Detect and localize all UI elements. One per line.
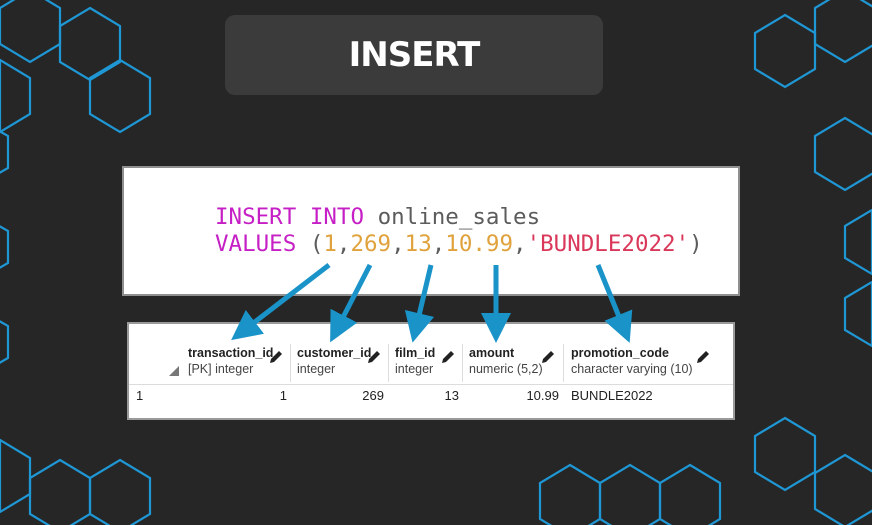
column-header-transaction-id[interactable]: transaction_id [PK] integer: [188, 346, 273, 376]
column-type: character varying (10): [571, 362, 693, 376]
pencil-icon[interactable]: [539, 348, 557, 366]
pencil-icon[interactable]: [267, 348, 285, 366]
column-name: transaction_id: [188, 346, 274, 360]
sql-value-film-id: 13: [404, 231, 432, 257]
column-type: numeric (5,2): [469, 362, 543, 376]
sql-comma: ,: [391, 231, 405, 257]
column-name: customer_id: [297, 346, 372, 360]
column-name: amount: [469, 346, 515, 360]
sql-keyword-values: VALUES: [215, 231, 297, 257]
cell-transaction-id[interactable]: 1: [279, 388, 287, 403]
sql-comma: ,: [513, 231, 527, 257]
row-number: 1: [136, 388, 144, 403]
pencil-icon[interactable]: [439, 348, 457, 366]
column-header-amount[interactable]: amount numeric (5,2): [469, 346, 543, 376]
sql-table-name: online_sales: [377, 204, 541, 230]
cell-promotion-code[interactable]: BUNDLE2022: [571, 388, 653, 403]
sql-value-customer-id: 269: [350, 231, 392, 257]
column-name: promotion_code: [571, 346, 669, 360]
sort-corner-icon: [169, 366, 179, 376]
column-header-film-id[interactable]: film_id integer: [395, 346, 435, 376]
column-divider[interactable]: [290, 344, 291, 382]
sql-comma: ,: [336, 231, 351, 257]
title-banner: INSERT: [225, 15, 603, 95]
column-name: film_id: [395, 346, 436, 360]
sql-code-panel: INSERT INTO online_sales VALUES (1,269,1…: [122, 166, 740, 296]
column-type: integer: [297, 362, 336, 376]
sql-open-paren: (: [309, 231, 324, 257]
grid-header: transaction_id [PK] integer customer_id …: [129, 324, 733, 385]
column-divider[interactable]: [388, 344, 389, 382]
sql-value-amount: 10.99: [445, 231, 514, 257]
sql-value-promotion-code: 'BUNDLE2022': [526, 231, 690, 257]
column-header-promotion-code[interactable]: promotion_code character varying (10): [571, 346, 693, 376]
pencil-icon[interactable]: [694, 348, 712, 366]
pencil-icon[interactable]: [365, 348, 383, 366]
sql-value-transaction-id: 1: [323, 231, 337, 257]
result-grid: transaction_id [PK] integer customer_id …: [127, 322, 735, 420]
column-type: integer: [395, 362, 434, 376]
column-divider[interactable]: [462, 344, 463, 382]
sql-keyword-into: INTO: [309, 204, 365, 230]
cell-film-id[interactable]: 13: [444, 388, 459, 403]
cell-amount[interactable]: 10.99: [526, 388, 559, 403]
column-divider[interactable]: [563, 344, 564, 382]
column-header-customer-id[interactable]: customer_id integer: [297, 346, 371, 376]
column-type: [PK] integer: [188, 362, 254, 376]
sql-line-1: INSERT INTO online_sales: [215, 203, 540, 231]
sql-close-paren: ): [689, 231, 703, 257]
sql-keyword-insert: INSERT: [215, 204, 297, 230]
sql-line-2: VALUES (1,269,13,10.99,'BUNDLE2022'): [215, 230, 703, 258]
sql-comma: ,: [431, 231, 446, 257]
cell-customer-id[interactable]: 269: [362, 388, 384, 403]
page-title: INSERT: [348, 35, 481, 75]
